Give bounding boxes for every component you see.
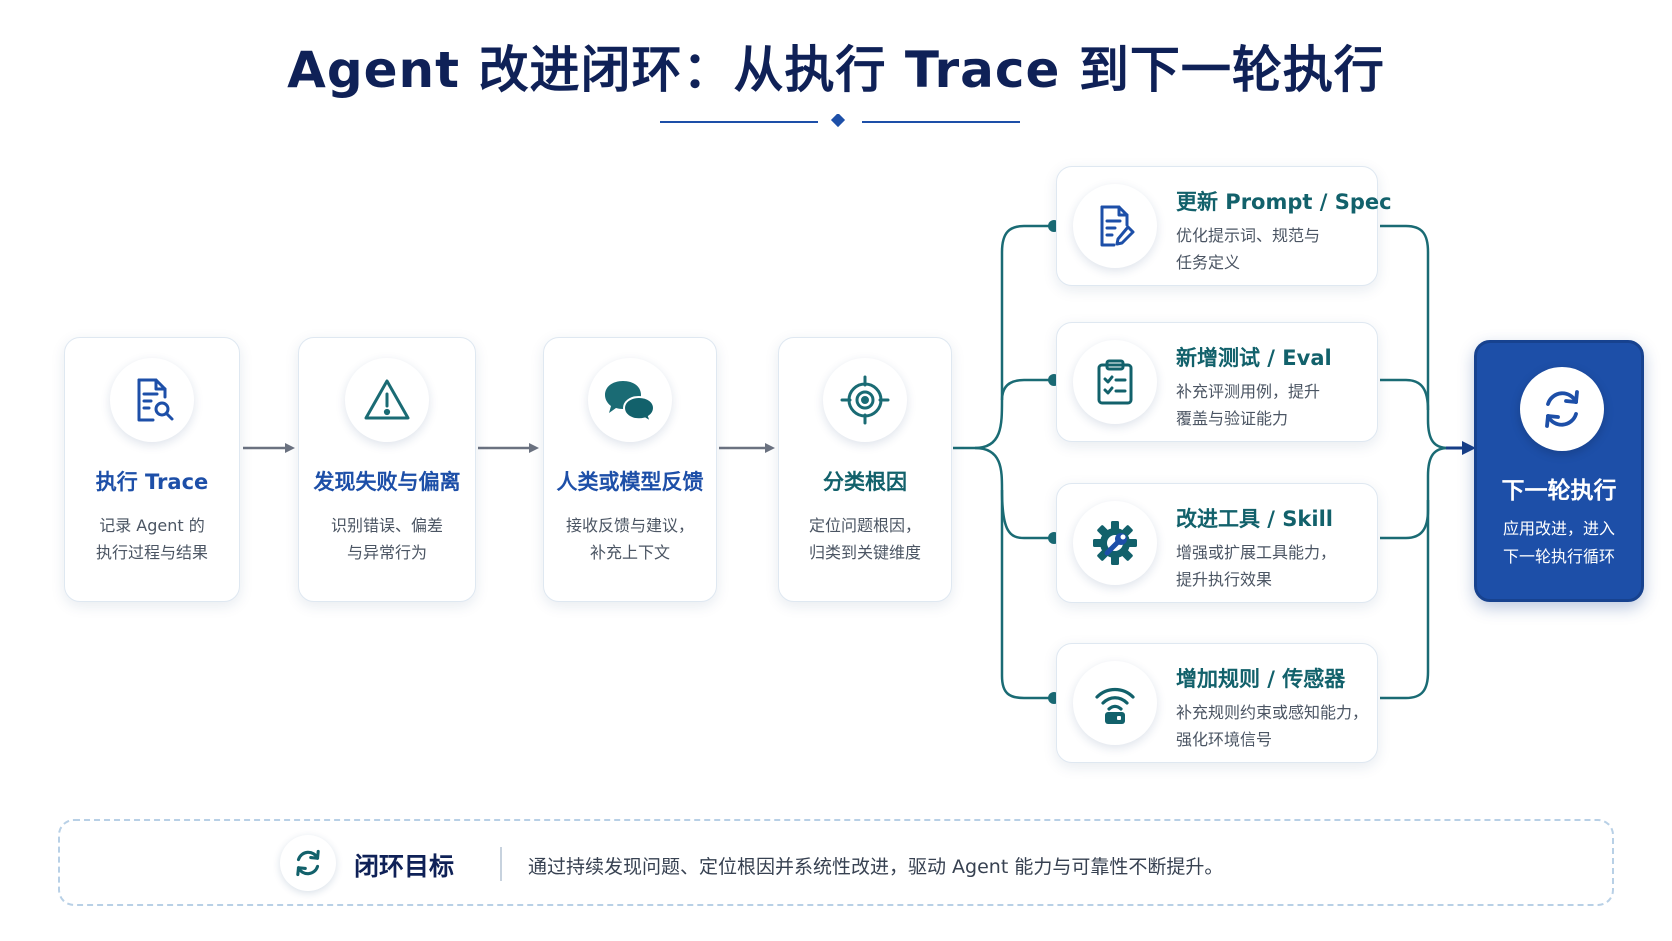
- step-title: 发现失败与偏离: [313, 470, 461, 494]
- action-card-tests-eval: 新增测试 / Eval 补充评测用例，提升覆盖与验证能力: [1056, 322, 1378, 442]
- step-title: 分类根因: [823, 470, 907, 494]
- refresh-cycle-icon: [280, 835, 336, 891]
- action-card-prompt-spec: 更新 Prompt / Spec 优化提示词、规范与任务定义: [1056, 166, 1392, 286]
- step-card-trace: 执行 Trace 记录 Agent 的执行过程与结果: [64, 337, 240, 602]
- document-search-icon: [110, 358, 194, 442]
- final-title: 下一轮执行: [1501, 478, 1617, 504]
- document-edit-icon: [1073, 184, 1157, 268]
- title-divider: [660, 114, 1020, 128]
- refresh-cycle-icon: [1520, 367, 1604, 451]
- branch-connector: [953, 224, 1052, 700]
- step-description: 定位问题根因，归类到关键维度: [808, 516, 921, 562]
- step-title: 人类或模型反馈: [556, 470, 704, 494]
- action-title: 增加规则 / 传感器: [1176, 667, 1346, 691]
- step-description: 记录 Agent 的执行过程与结果: [95, 516, 208, 562]
- action-description: 优化提示词、规范与任务定义: [1176, 226, 1321, 272]
- clipboard-checklist-icon: [1073, 340, 1157, 424]
- wifi-sensor-icon: [1073, 661, 1157, 745]
- action-description: 增强或扩展工具能力，提升执行效果: [1176, 543, 1337, 589]
- goal-divider: [500, 847, 502, 881]
- final-card-next-run: 下一轮执行 应用改进，进入下一轮执行循环: [1474, 340, 1644, 602]
- goal-text: 通过持续发现问题、定位根因并系统性改进，驱动 Agent 能力与可靠性不断提升。: [528, 856, 1224, 878]
- action-description: 补充规则约束或感知能力，强化环境信号: [1176, 703, 1369, 749]
- merge-connector: [1380, 224, 1449, 700]
- step-card-root-cause: 分类根因 定位问题根因，归类到关键维度: [778, 337, 952, 602]
- step-title: 执行 Trace: [95, 470, 209, 494]
- action-title: 改进工具 / Skill: [1176, 507, 1333, 531]
- goal-label: 闭环目标: [354, 852, 455, 881]
- chat-bubbles-icon: [588, 358, 672, 442]
- warning-triangle-icon: [345, 358, 429, 442]
- target-crosshair-icon: [823, 358, 907, 442]
- step-card-failure-detection: 发现失败与偏离 识别错误、偏差与异常行为: [298, 337, 476, 602]
- final-description: 应用改进，进入下一轮执行循环: [1502, 519, 1615, 566]
- action-card-tools-skill: 改进工具 / Skill 增强或扩展工具能力，提升执行效果: [1056, 483, 1378, 603]
- gear-wrench-icon: [1073, 501, 1157, 585]
- step-description: 接收反馈与建议，补充上下文: [565, 516, 694, 562]
- action-description: 补充评测用例，提升覆盖与验证能力: [1176, 382, 1321, 428]
- goal-banner: 闭环目标 通过持续发现问题、定位根因并系统性改进，驱动 Agent 能力与可靠性…: [58, 819, 1614, 906]
- step-card-feedback: 人类或模型反馈 接收反馈与建议，补充上下文: [543, 337, 717, 602]
- action-title: 更新 Prompt / Spec: [1176, 190, 1392, 214]
- action-title: 新增测试 / Eval: [1176, 346, 1332, 370]
- diagram-title: Agent 改进闭环：从执行 Trace 到下一轮执行: [287, 41, 1385, 99]
- step-description: 识别错误、偏差与异常行为: [330, 516, 443, 562]
- action-card-rules-sensors: 增加规则 / 传感器 补充规则约束或感知能力，强化环境信号: [1056, 643, 1378, 763]
